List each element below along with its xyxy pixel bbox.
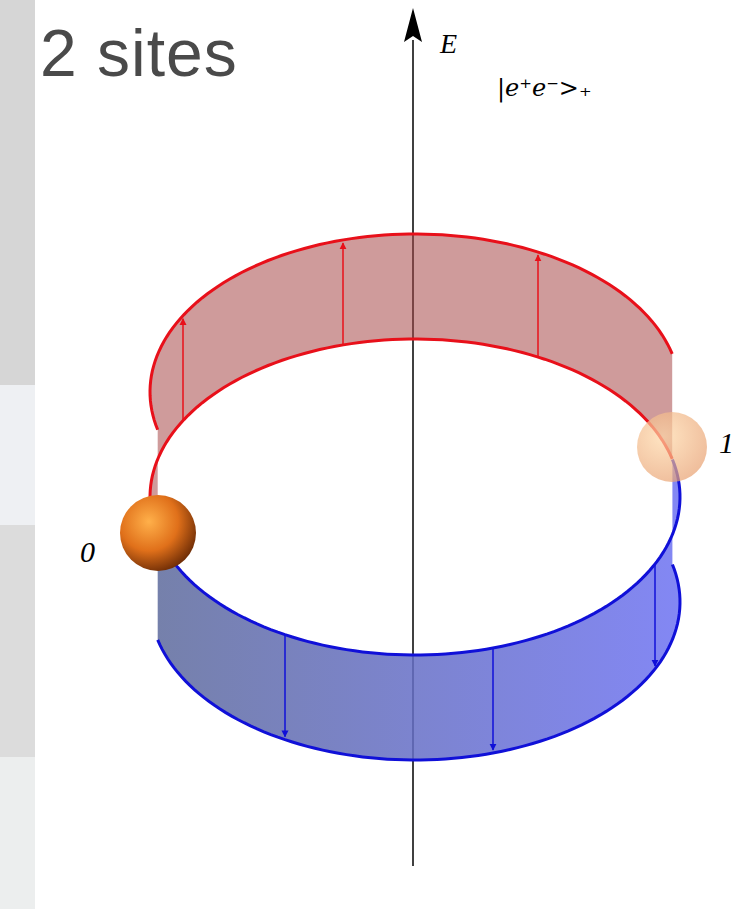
- band-surface: [158, 459, 680, 760]
- side-panel: [0, 525, 35, 757]
- upper-band: [150, 234, 672, 535]
- field-arrow: [537, 255, 539, 357]
- slide-title: 2 sites: [40, 20, 238, 86]
- field-arrow: [284, 635, 286, 737]
- axis-label: E: [440, 30, 457, 58]
- side-panel: [0, 385, 35, 525]
- axis-arrowhead: [404, 8, 422, 42]
- side-panel: [0, 757, 35, 909]
- band-edge: [150, 234, 672, 430]
- sites: [120, 412, 707, 571]
- field-arrow: [492, 648, 494, 750]
- state-label: |e⁺e⁻>₊: [497, 76, 592, 100]
- lower-band: [158, 459, 680, 760]
- site-number: 0: [80, 537, 95, 567]
- field-arrow: [654, 564, 656, 666]
- band-edge: [158, 564, 680, 760]
- slide-background: [0, 0, 35, 909]
- band-surface: [150, 234, 672, 535]
- field-arrow: [182, 319, 184, 421]
- site-sphere: [637, 412, 707, 482]
- site-number: 1: [719, 428, 734, 458]
- band-edge: [150, 339, 672, 535]
- field-arrow: [342, 243, 344, 345]
- band-edge: [158, 459, 680, 655]
- site-sphere: [120, 495, 196, 571]
- side-panel: [0, 0, 35, 385]
